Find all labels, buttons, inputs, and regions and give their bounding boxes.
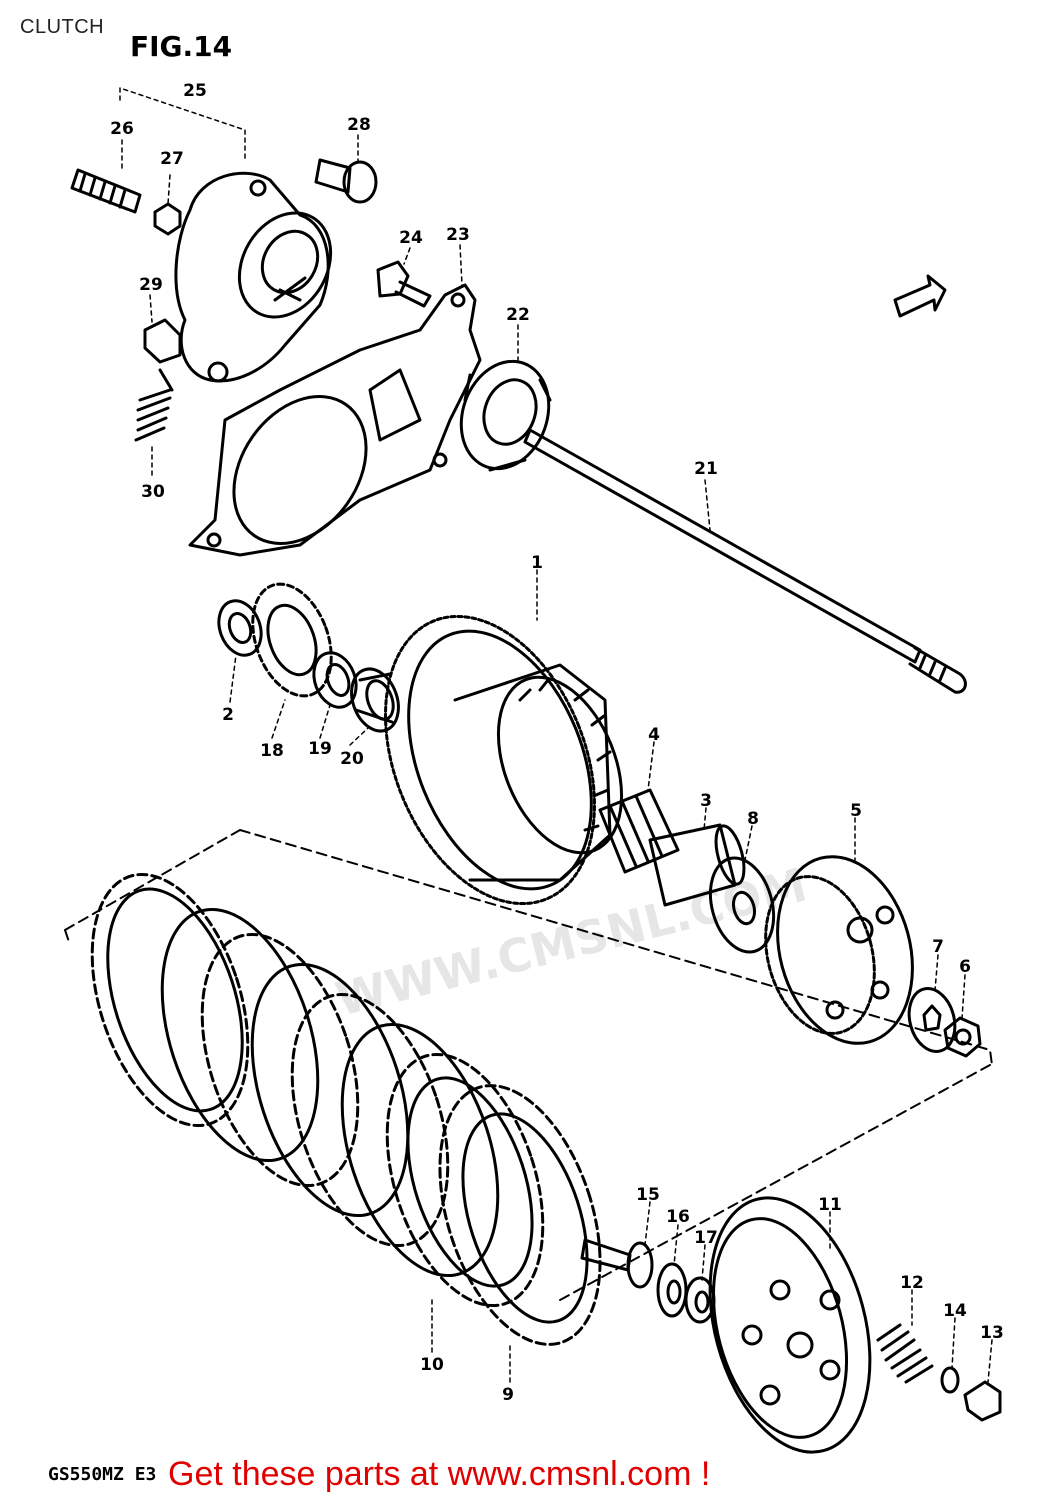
callout-4: 4 <box>648 725 660 745</box>
bolt-28 <box>314 158 378 204</box>
callout-21: 21 <box>694 459 718 479</box>
figure-label: FIG.14 <box>130 30 233 63</box>
clutch-plates-stack <box>90 872 602 1346</box>
bolt-13 <box>963 1380 1002 1422</box>
callout-14: 14 <box>943 1301 967 1321</box>
plate-group-bracket <box>64 829 993 1301</box>
nut-27 <box>153 202 182 236</box>
clutch-housing-1 <box>384 614 624 906</box>
sleeve-hub-5 <box>764 855 914 1045</box>
stud-26 <box>70 168 142 214</box>
callout-29: 29 <box>139 275 163 295</box>
callout-27: 27 <box>160 149 184 169</box>
pressure-plate-11 <box>708 1196 872 1454</box>
callout-12: 12 <box>900 1273 924 1293</box>
callout-3: 3 <box>700 791 712 811</box>
callout-15: 15 <box>636 1185 660 1205</box>
callout-2: 2 <box>222 705 234 725</box>
callout-26: 26 <box>110 119 134 139</box>
callout-23: 23 <box>446 225 470 245</box>
callout-24: 24 <box>399 228 423 248</box>
bolt-24 <box>376 260 432 308</box>
lock-washer-7 <box>907 987 957 1053</box>
callout-18: 18 <box>260 741 284 761</box>
nut-6 <box>943 1016 982 1058</box>
spring-30 <box>134 368 174 442</box>
callout-6: 6 <box>959 957 971 977</box>
release-arm-assembly <box>174 171 333 383</box>
callout-5: 5 <box>850 801 862 821</box>
callout-19: 19 <box>308 739 332 759</box>
model-code: GS550MZ E3 <box>48 1464 157 1485</box>
spring-12 <box>876 1323 934 1384</box>
bolt-15 <box>580 1238 654 1289</box>
collar-29 <box>143 318 182 364</box>
bearing-4 <box>598 788 680 874</box>
callout-28: 28 <box>347 115 371 135</box>
washer-2 <box>217 599 263 657</box>
callout-22: 22 <box>506 305 530 325</box>
sprocket-18 <box>251 582 333 698</box>
callout-20: 20 <box>340 749 364 769</box>
buy-parts-link[interactable]: Get these parts at www.cmsnl.com ! <box>168 1455 711 1493</box>
callout-13: 13 <box>980 1323 1004 1343</box>
page-title: CLUTCH <box>20 16 105 38</box>
callout-11: 11 <box>818 1195 842 1215</box>
washer-14 <box>940 1366 960 1394</box>
thrust-washer-8 <box>708 856 776 954</box>
sleeve-3 <box>648 823 746 907</box>
gasket-23 <box>188 283 482 557</box>
callout-8: 8 <box>747 809 759 829</box>
callout-labels: 1 2 3 4 5 6 7 8 9 10 11 12 13 14 15 16 1… <box>110 81 1004 1405</box>
callout-9: 9 <box>502 1385 514 1405</box>
fwd-arrow-icon <box>893 274 947 318</box>
callout-25: 25 <box>183 81 207 101</box>
callout-10: 10 <box>420 1355 444 1375</box>
release-bearing-22 <box>459 359 552 472</box>
callout-16: 16 <box>666 1207 690 1227</box>
push-rod-21 <box>523 428 967 694</box>
callout-1: 1 <box>531 553 543 573</box>
leader-lines <box>119 87 993 1383</box>
callout-7: 7 <box>932 937 944 957</box>
callout-30: 30 <box>141 482 165 502</box>
callout-17: 17 <box>694 1228 718 1248</box>
bearing-16 <box>656 1262 688 1318</box>
spacer-19 <box>312 651 358 709</box>
